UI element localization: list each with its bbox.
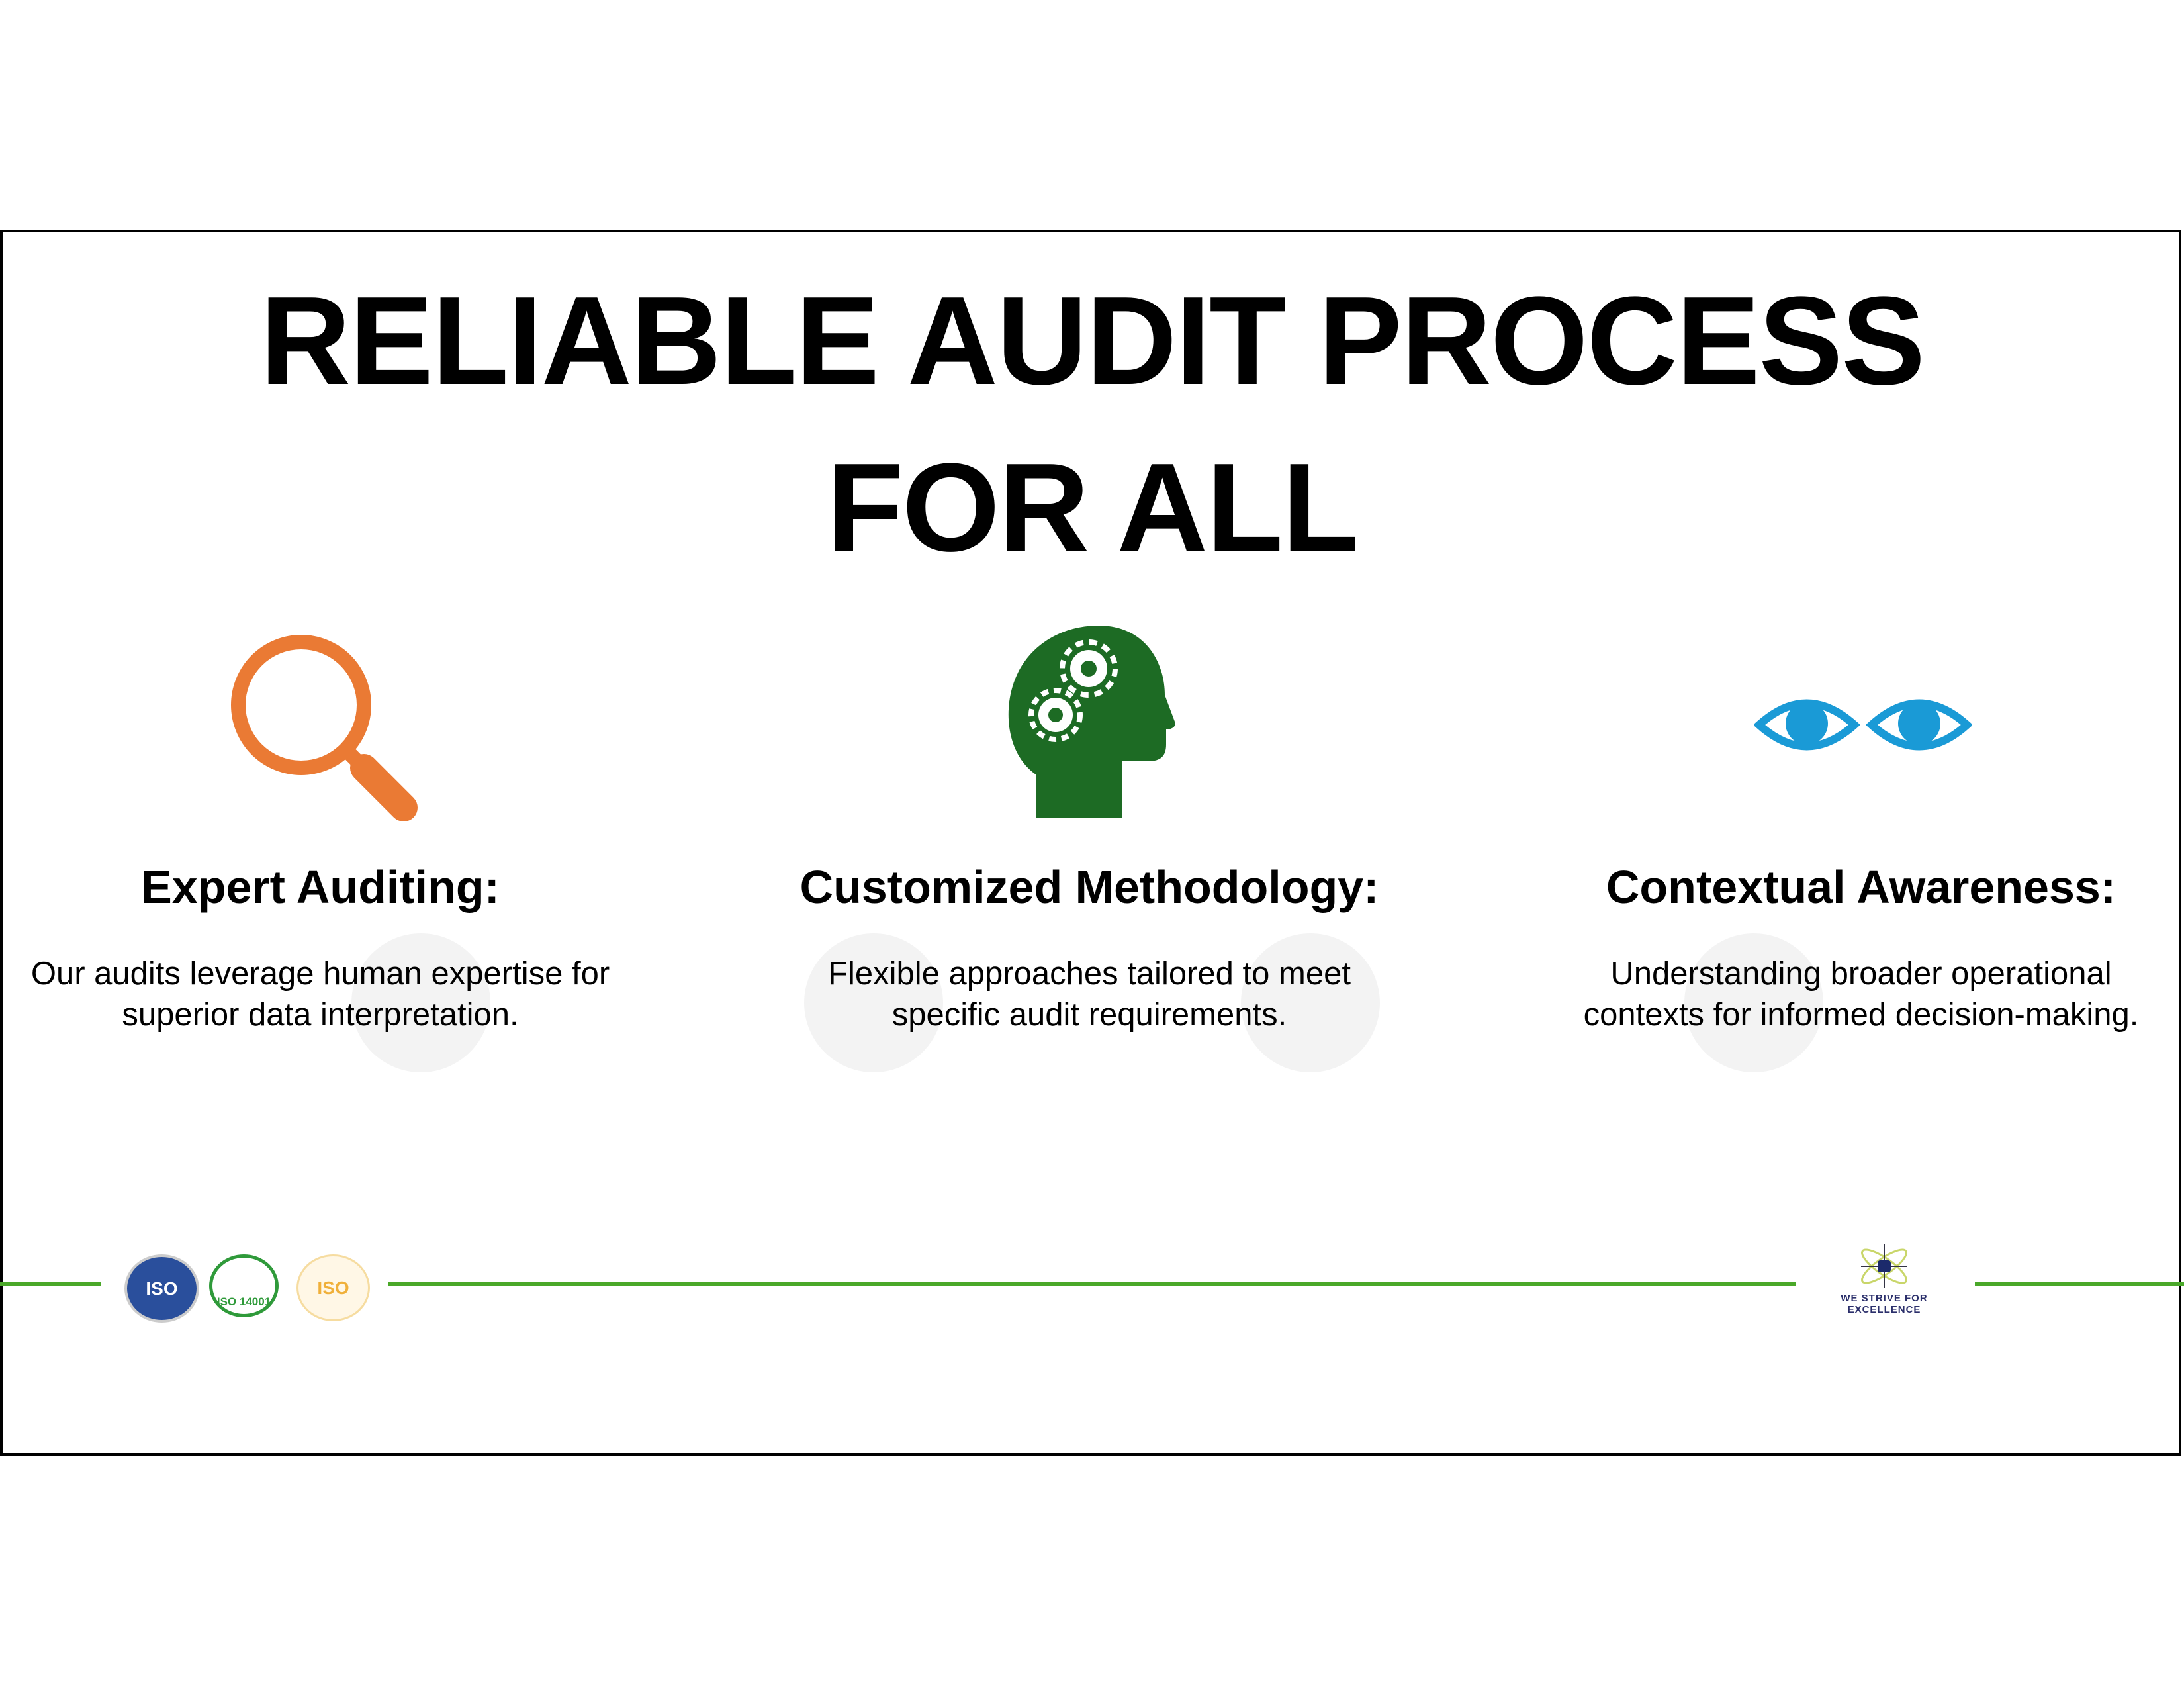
footer-divider	[1975, 1282, 2184, 1286]
footer-divider	[0, 1282, 101, 1286]
atom-logo-icon	[1861, 1244, 1907, 1288]
magnifier-icon	[231, 635, 418, 821]
logo-tagline: WE STRIVE FOR EXCELLENCE	[1841, 1293, 1928, 1315]
feature-description-line1: Understanding broader operational	[1610, 956, 2112, 992]
feature-heading: Expert Auditing:	[141, 861, 500, 913]
slide-frame	[0, 230, 2181, 1456]
iso-45001-badge: ISO	[296, 1254, 370, 1321]
company-logo: WE STRIVE FOR EXCELLENCE	[1811, 1243, 1958, 1315]
feature-expert-auditing: Expert Auditing: Our audits leverage hum…	[0, 861, 684, 1035]
feature-description-line1: Flexible approaches tailored to meet	[828, 956, 1351, 992]
feature-heading: Contextual Awareness:	[1606, 861, 2116, 913]
feature-contextual-awareness: Contextual Awareness: Understanding broa…	[1497, 861, 2184, 1035]
iso-14001-badge: ISO 14001	[209, 1254, 279, 1317]
head-gears-icon	[1008, 626, 1175, 818]
feature-heading: Customized Methodology:	[799, 861, 1379, 913]
feature-description-line1: Our audits leverage human expertise for	[30, 956, 610, 992]
feature-customized-methodology: Customized Methodology: Flexible approac…	[725, 861, 1453, 1035]
eyes-icon	[1754, 699, 1972, 751]
footer-divider	[388, 1282, 1796, 1286]
feature-description-line2: superior data interpretation.	[122, 997, 519, 1033]
decorative-circle	[351, 933, 490, 1072]
feature-description-line2: specific audit requirements.	[891, 997, 1287, 1033]
feature-description-line2: contexts for informed decision-making.	[1583, 997, 2139, 1033]
slide-title-line1: RELIABLE AUDIT PROCESS	[259, 271, 1925, 411]
iso-certified-badge: ISO	[124, 1254, 199, 1323]
decorative-circle	[1241, 933, 1380, 1072]
slide-title-line2: FOR ALL	[826, 438, 1359, 578]
decorative-circle	[804, 933, 943, 1072]
decorative-circle	[1684, 933, 1823, 1072]
